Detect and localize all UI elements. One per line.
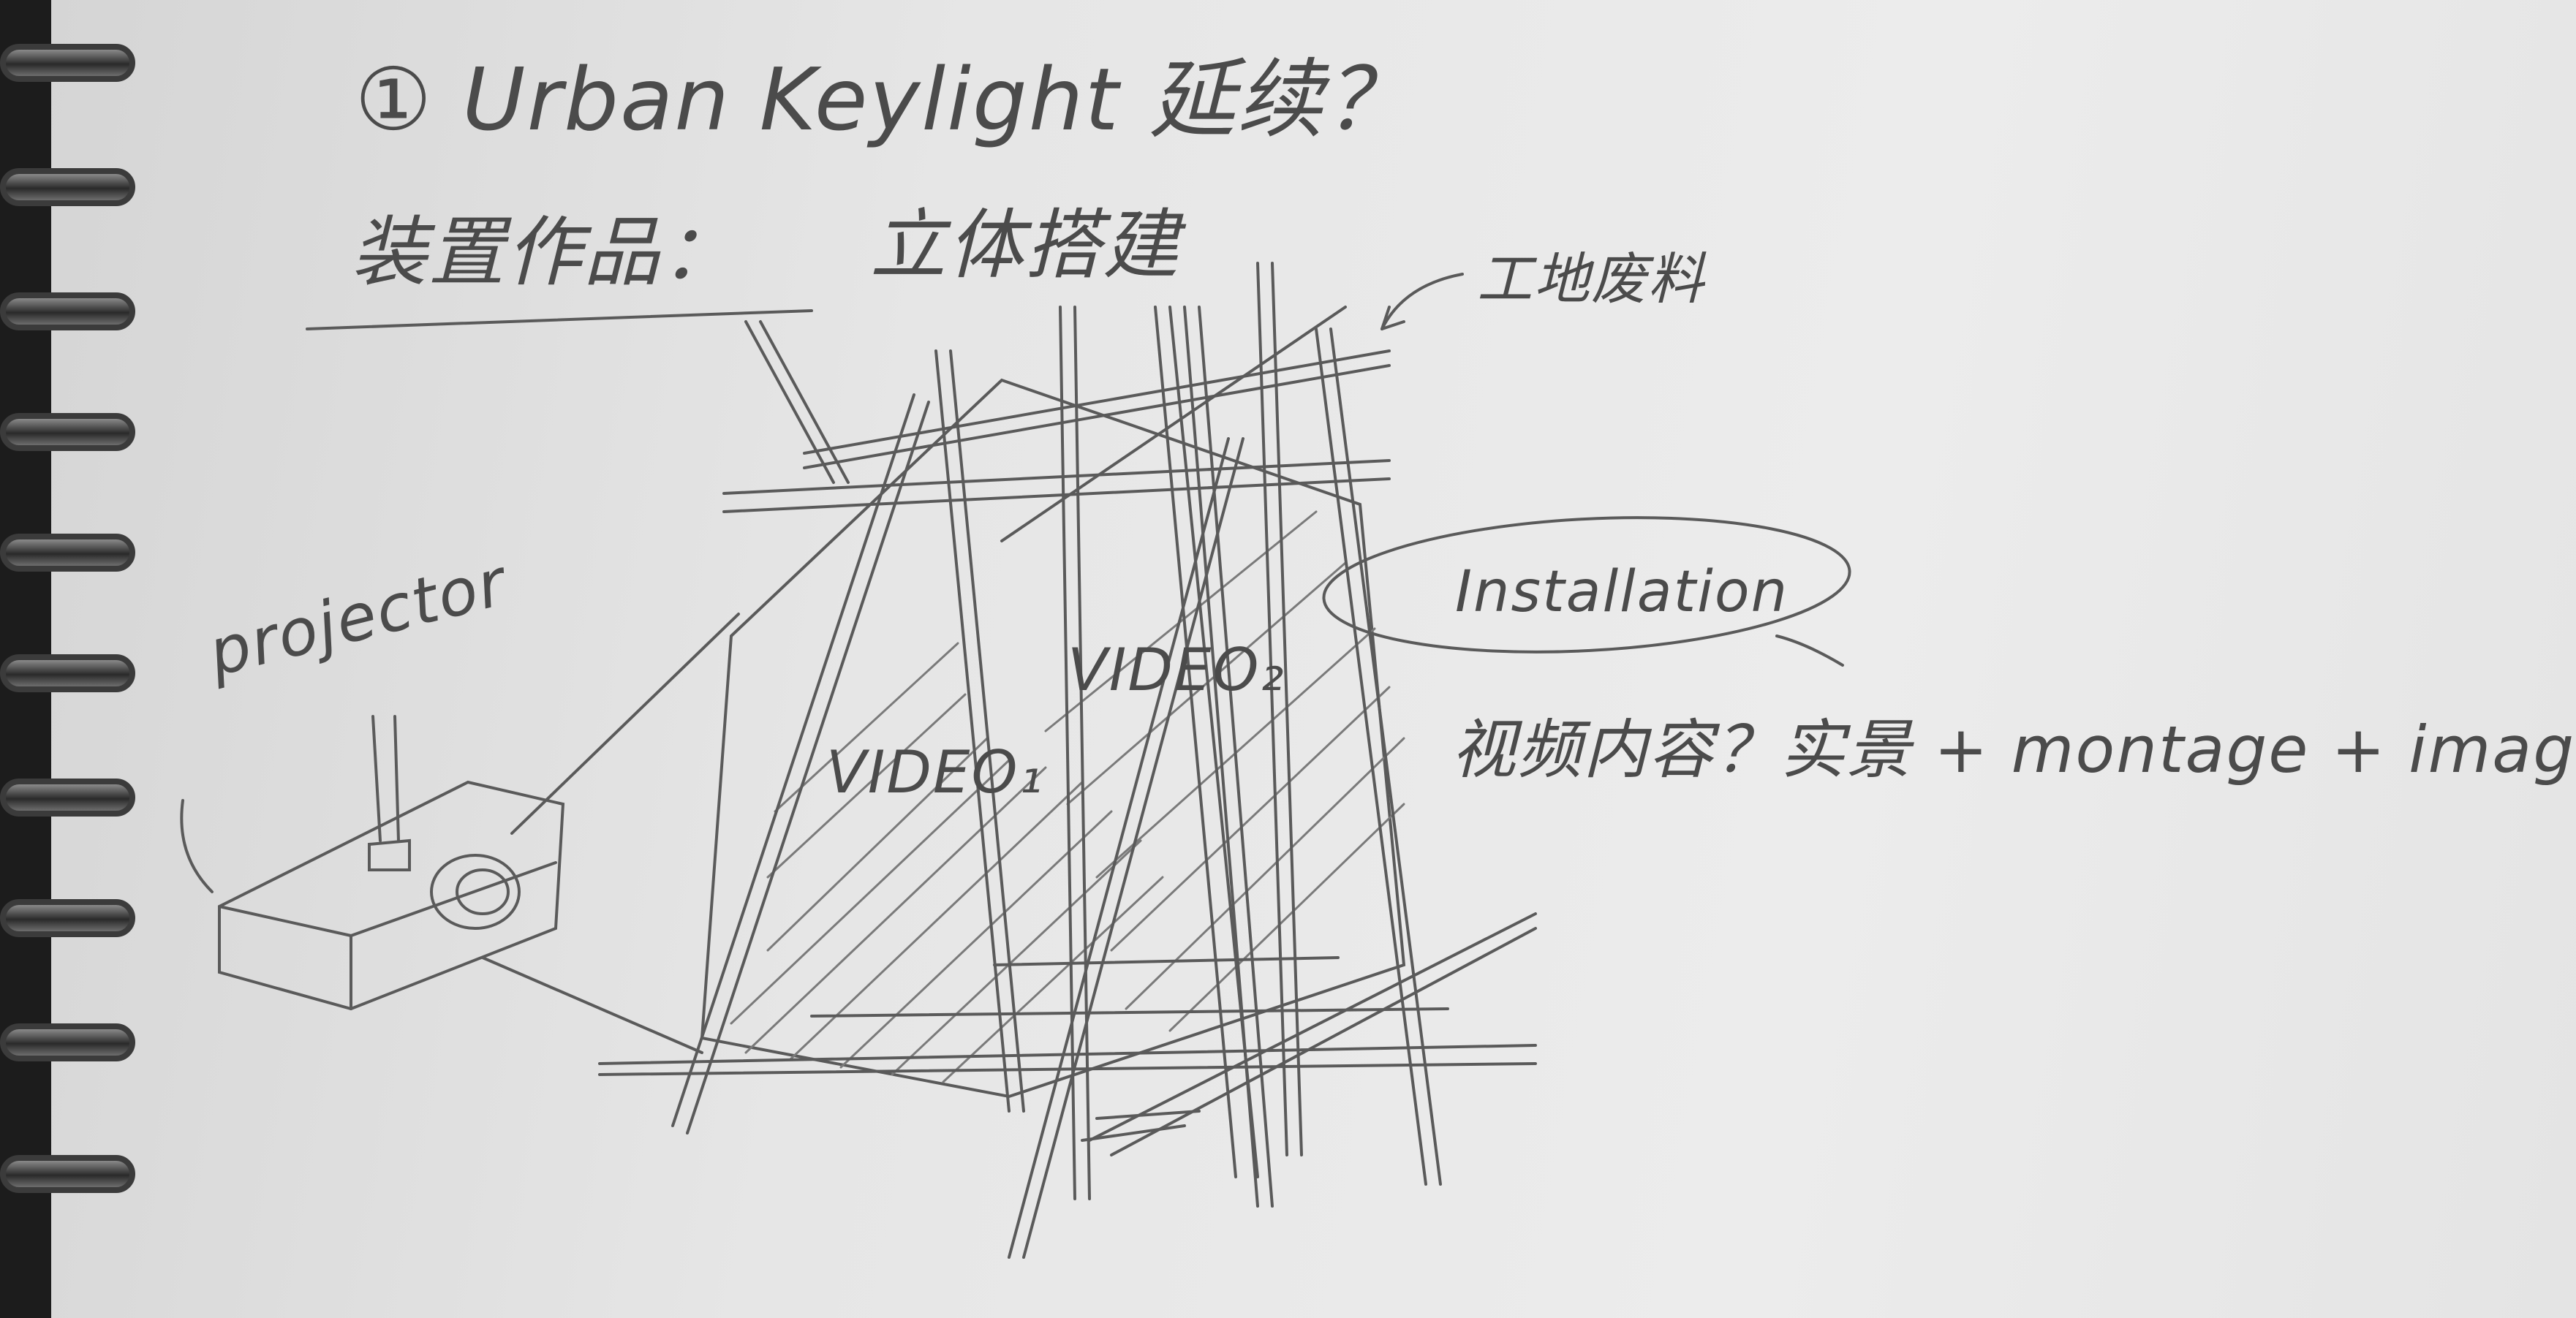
binding-ring	[0, 1155, 135, 1193]
scaffolding-bars	[598, 306, 1537, 1156]
video-2-label: VIDEO₂	[1068, 636, 1285, 704]
waste-label-pointer	[1380, 273, 1464, 330]
binding-ring	[0, 654, 135, 692]
construction-waste-label: 工地废料	[1477, 246, 1705, 311]
installation-circle	[1322, 516, 1851, 654]
installation-type-label: 装置作品：	[351, 208, 739, 297]
binding-ring	[0, 899, 135, 937]
video-content-note: 视频内容？实景 + montage + image	[1451, 712, 2576, 787]
spiral-binding	[0, 0, 135, 1318]
installation-tail	[1775, 635, 1844, 667]
scaffolding-poles	[671, 262, 1442, 1259]
waste-arrowhead	[1380, 306, 1405, 330]
title-note: ① Urban Keylight 延续？	[355, 49, 1413, 150]
binding-ring	[0, 1023, 135, 1061]
projection-screen	[700, 378, 1406, 1099]
heading-underline	[306, 309, 813, 330]
binding-ring	[0, 779, 135, 817]
video-1-label: VIDEO₁	[826, 738, 1044, 806]
binding-ring	[0, 534, 135, 572]
installation-label: Installation	[1455, 559, 1789, 625]
projector-pointer-arrow	[180, 799, 214, 893]
binding-ring	[0, 413, 135, 451]
projector-drawing	[180, 613, 740, 1054]
binding-ring	[0, 44, 135, 82]
binding-ring	[0, 168, 135, 206]
installation-type-value: 立体搭建	[870, 200, 1181, 289]
binding-ring	[0, 292, 135, 330]
